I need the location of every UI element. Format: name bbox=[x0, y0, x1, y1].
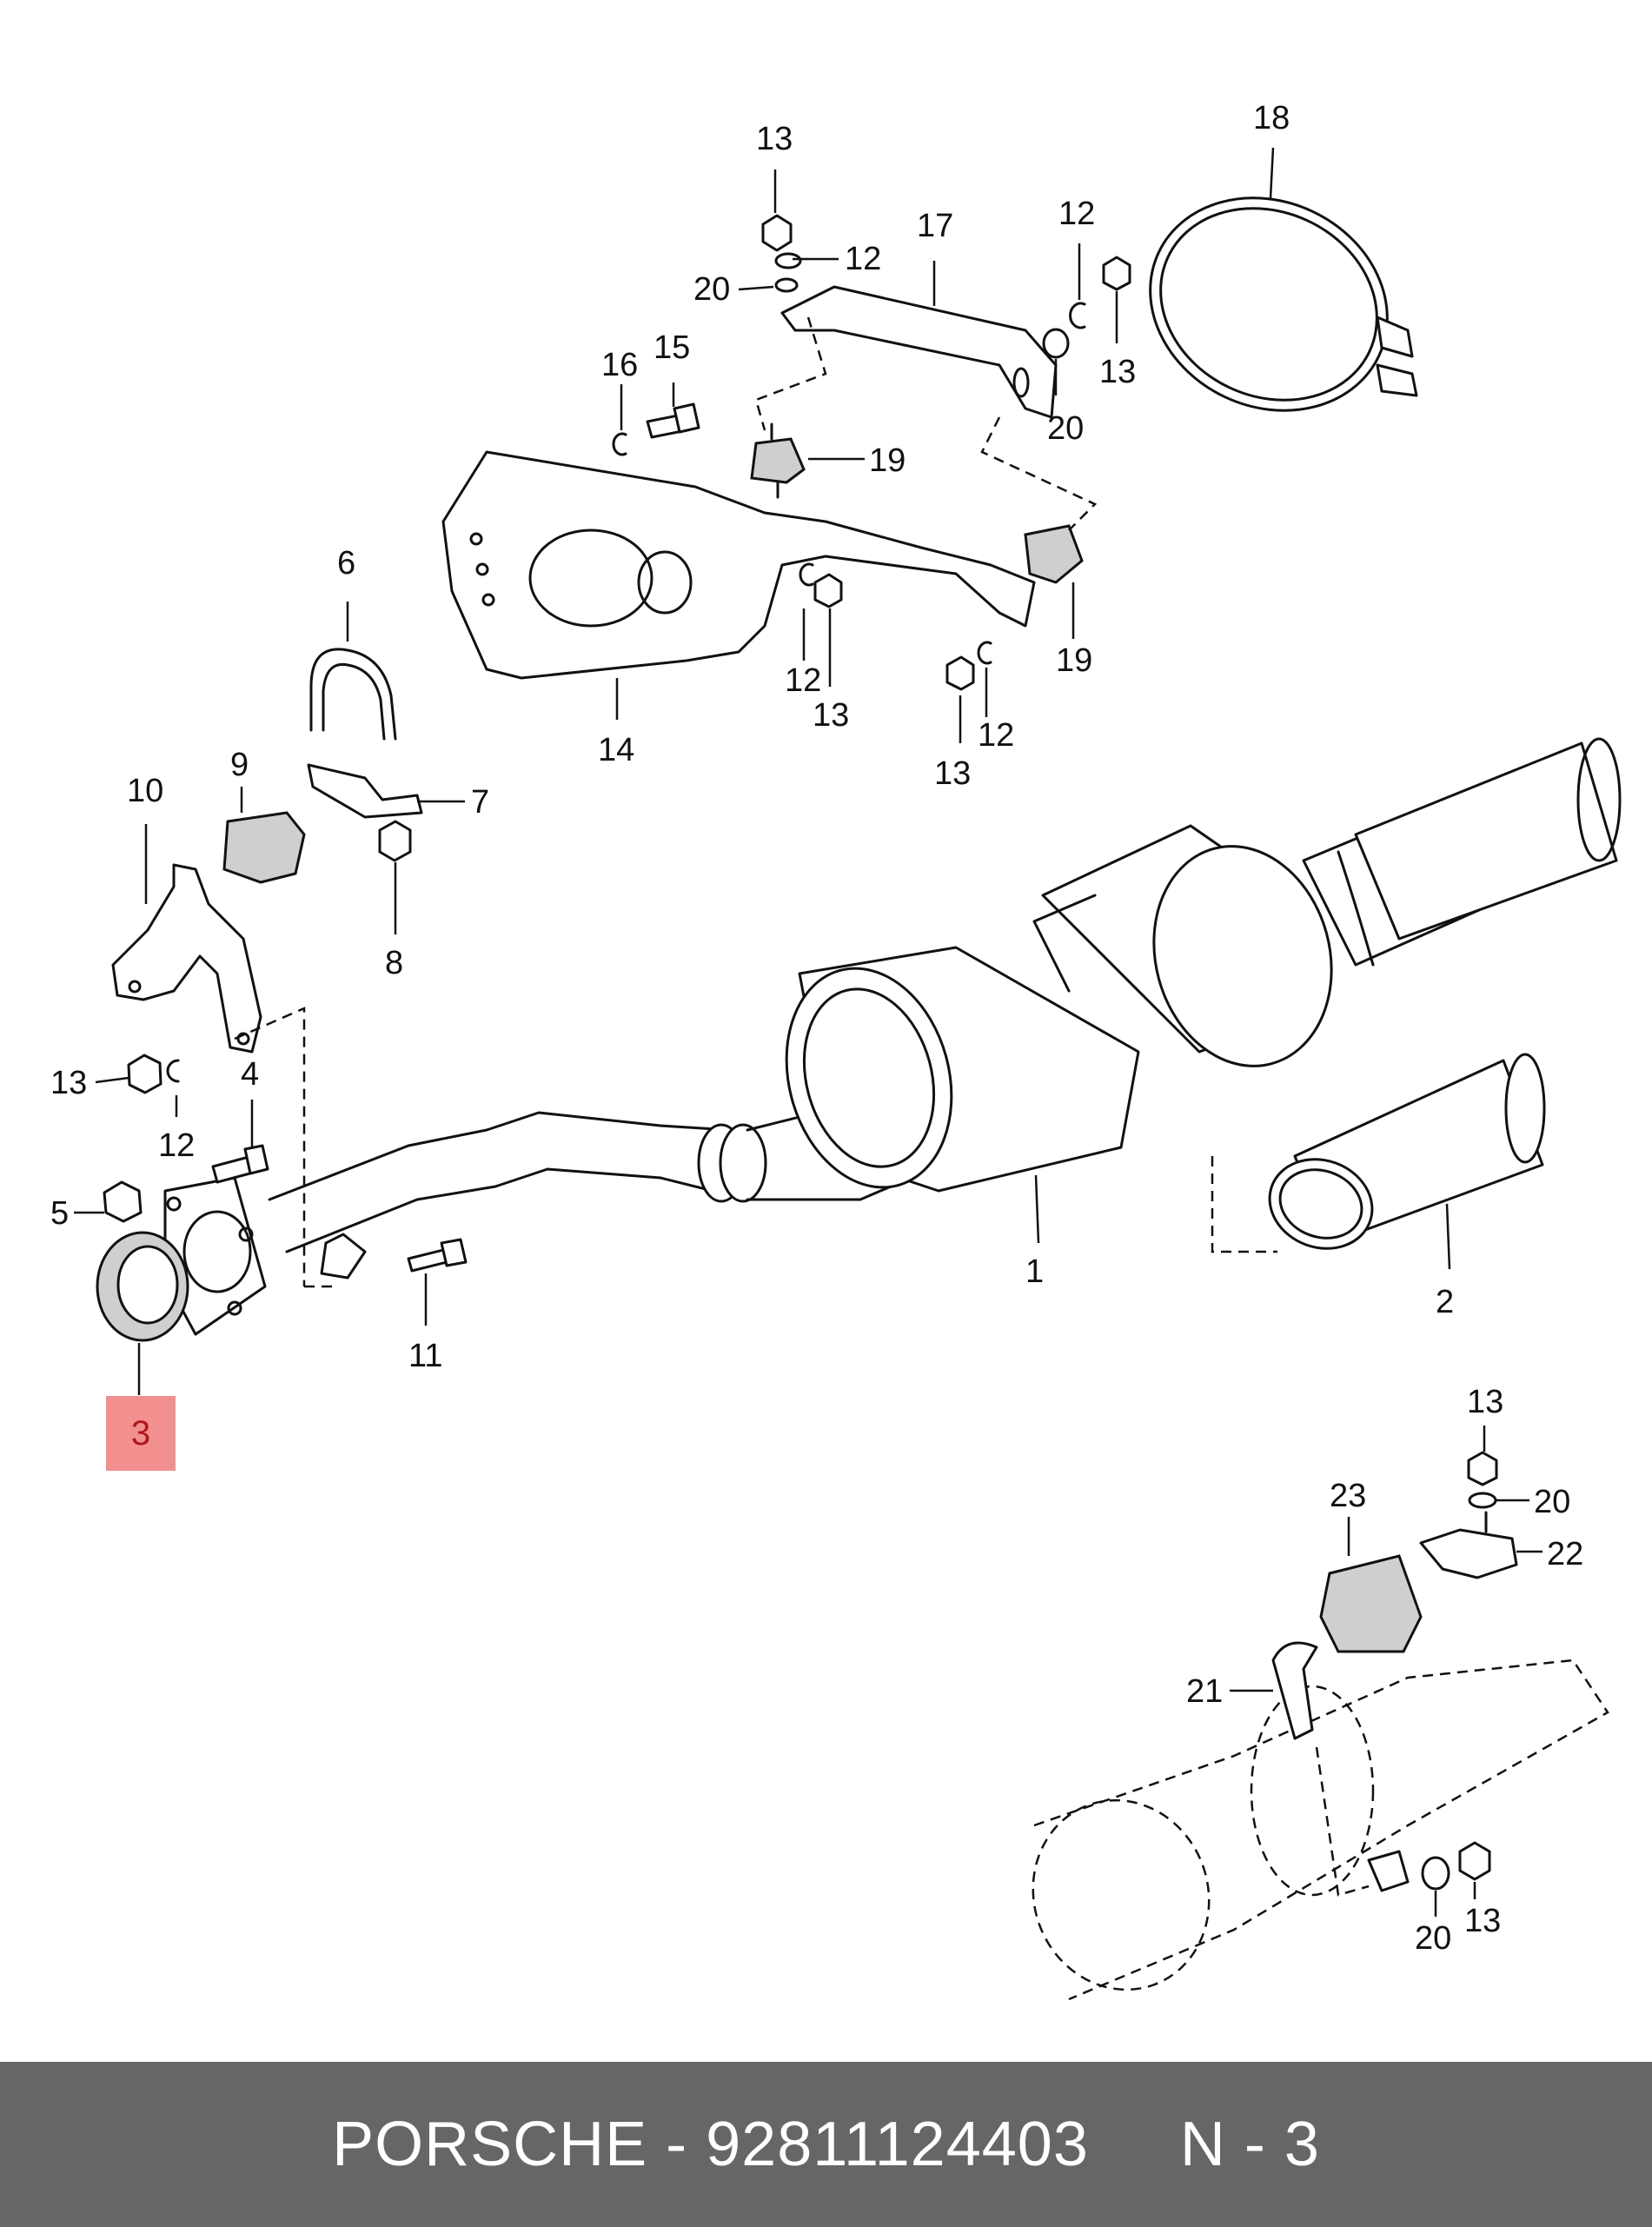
nut-5 bbox=[103, 1180, 143, 1223]
bracket-17 bbox=[780, 285, 1058, 419]
bracket-10 bbox=[111, 863, 262, 1054]
callout-11: 11 bbox=[408, 1338, 442, 1374]
clamp-7 bbox=[307, 763, 423, 819]
callout-12-d: 12 bbox=[785, 662, 821, 699]
clamp-band-18 bbox=[1149, 196, 1418, 412]
flange-part bbox=[163, 1176, 267, 1336]
washer-12-left bbox=[166, 1059, 180, 1083]
footer-caption: PORSCHE - 92811124403 N - 3 bbox=[332, 2110, 1320, 2179]
tailpipe-part bbox=[1211, 1053, 1546, 1253]
bolt-4 bbox=[211, 1144, 269, 1184]
callout-9: 9 bbox=[230, 747, 249, 783]
gasket-ring-part bbox=[96, 1231, 189, 1342]
bolt-11 bbox=[407, 1238, 468, 1273]
assembly-dashes bbox=[234, 316, 1370, 1897]
highlighted-part-callout: 3 bbox=[106, 1396, 176, 1471]
callout-20-c: 20 bbox=[1534, 1484, 1570, 1520]
callout-4: 4 bbox=[241, 1056, 259, 1093]
callout-8: 8 bbox=[385, 945, 403, 981]
callout-5: 5 bbox=[50, 1195, 69, 1232]
callout-13-g: 13 bbox=[1464, 1903, 1501, 1939]
nut-13-left bbox=[127, 1054, 163, 1094]
callout-12-b: 12 bbox=[845, 241, 881, 277]
hanger-tab bbox=[320, 1233, 367, 1280]
muffler-assembly bbox=[268, 737, 1622, 1253]
rubber-mount-19-lower bbox=[1024, 524, 1084, 584]
callout-2: 2 bbox=[1436, 1284, 1454, 1320]
callout-15: 15 bbox=[654, 329, 690, 366]
callout-1: 1 bbox=[1025, 1253, 1044, 1290]
callout-18: 18 bbox=[1253, 100, 1290, 136]
callout-13-a: 13 bbox=[50, 1065, 87, 1101]
bracket-22 bbox=[1419, 1511, 1518, 1579]
nut-8 bbox=[378, 820, 412, 862]
u-bolt-6 bbox=[309, 648, 397, 741]
callout-12-e: 12 bbox=[978, 717, 1014, 754]
callout-23: 23 bbox=[1330, 1478, 1366, 1514]
callout-10: 10 bbox=[127, 773, 163, 809]
callout-21: 21 bbox=[1186, 1673, 1223, 1710]
rear-pipe-ghost bbox=[1032, 1659, 1609, 2001]
footer-bar: PORSCHE - 92811124403 N - 3 bbox=[0, 2062, 1652, 2227]
callout-17: 17 bbox=[917, 208, 953, 244]
callout-16: 16 bbox=[601, 347, 638, 383]
rubber-mount-23 bbox=[1319, 1554, 1423, 1653]
exhaust-system-diagram: 1 2 4 5 6 7 8 9 10 11 12 13 14 15 16 17 … bbox=[50, 100, 1622, 2001]
rubber-mount-19-upper bbox=[750, 422, 806, 499]
leader-lines bbox=[74, 147, 1543, 1917]
hardware-upper bbox=[612, 214, 1131, 691]
callout-20-d: 20 bbox=[1415, 1920, 1451, 1957]
hardware-lower bbox=[1367, 1451, 1498, 1892]
callout-6: 6 bbox=[337, 545, 355, 582]
callout-14: 14 bbox=[598, 732, 634, 768]
callout-13-f: 13 bbox=[1467, 1384, 1503, 1420]
callout-13-e: 13 bbox=[934, 755, 971, 792]
callout-13-d: 13 bbox=[813, 697, 849, 734]
callout-20-a: 20 bbox=[693, 271, 730, 308]
callout-12-c: 12 bbox=[1058, 196, 1095, 232]
rubber-mount-9 bbox=[222, 811, 306, 884]
callout-labels: 1 2 4 5 6 7 8 9 10 11 12 13 14 15 16 17 … bbox=[50, 100, 1583, 1957]
callout-20-b: 20 bbox=[1047, 410, 1084, 447]
callout-12-a: 12 bbox=[158, 1127, 195, 1164]
callout-19-b: 19 bbox=[1056, 642, 1092, 679]
callout-13-b: 13 bbox=[756, 121, 793, 157]
callout-22: 22 bbox=[1547, 1536, 1583, 1572]
bracket-14 bbox=[441, 450, 1036, 680]
callout-13-c: 13 bbox=[1099, 354, 1136, 390]
callout-19-a: 19 bbox=[869, 442, 906, 479]
bracket-21 bbox=[1271, 1641, 1318, 1740]
highlighted-part-number: 3 bbox=[130, 1413, 151, 1453]
callout-7: 7 bbox=[471, 784, 489, 821]
